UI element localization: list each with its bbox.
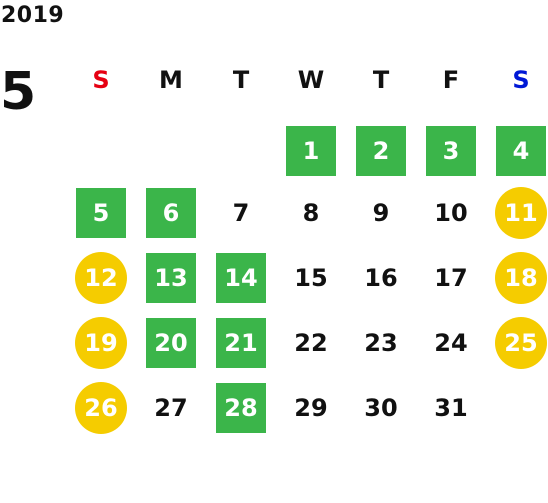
weekday-mon: M xyxy=(159,66,183,94)
day-cell-22[interactable]: 22 xyxy=(294,329,328,357)
day-cell-23[interactable]: 23 xyxy=(364,329,398,357)
weekday-sat: S xyxy=(512,66,530,94)
day-cell-27[interactable]: 27 xyxy=(154,394,188,422)
weekday-sun: S xyxy=(92,66,110,94)
day-cell-28[interactable]: 28 xyxy=(216,383,266,433)
day-cell-8[interactable]: 8 xyxy=(302,199,320,227)
calendar-year: 2019 xyxy=(1,3,65,28)
day-cell-26[interactable]: 26 xyxy=(75,382,127,434)
day-cell-17[interactable]: 17 xyxy=(434,264,468,292)
day-cell-11[interactable]: 11 xyxy=(495,187,547,239)
calendar-month: 5 xyxy=(0,62,37,122)
day-cell-5[interactable]: 5 xyxy=(76,188,126,238)
weekday-tue: T xyxy=(232,66,250,94)
day-cell-21[interactable]: 21 xyxy=(216,318,266,368)
day-cell-30[interactable]: 30 xyxy=(364,394,398,422)
day-cell-25[interactable]: 25 xyxy=(495,317,547,369)
day-cell-6[interactable]: 6 xyxy=(146,188,196,238)
day-cell-19[interactable]: 19 xyxy=(75,317,127,369)
day-cell-24[interactable]: 24 xyxy=(434,329,468,357)
day-cell-7[interactable]: 7 xyxy=(232,199,250,227)
day-cell-12[interactable]: 12 xyxy=(75,252,127,304)
day-cell-29[interactable]: 29 xyxy=(294,394,328,422)
day-cell-3[interactable]: 3 xyxy=(426,126,476,176)
day-cell-16[interactable]: 16 xyxy=(364,264,398,292)
day-cell-13[interactable]: 13 xyxy=(146,253,196,303)
day-cell-2[interactable]: 2 xyxy=(356,126,406,176)
day-cell-1[interactable]: 1 xyxy=(286,126,336,176)
day-cell-14[interactable]: 14 xyxy=(216,253,266,303)
day-cell-31[interactable]: 31 xyxy=(434,394,468,422)
weekday-fri: F xyxy=(442,66,460,94)
weekday-wed: W xyxy=(297,66,325,94)
day-cell-9[interactable]: 9 xyxy=(372,199,390,227)
day-cell-4[interactable]: 4 xyxy=(496,126,546,176)
day-cell-20[interactable]: 20 xyxy=(146,318,196,368)
weekday-thu: T xyxy=(372,66,390,94)
day-cell-18[interactable]: 18 xyxy=(495,252,547,304)
day-cell-10[interactable]: 10 xyxy=(434,199,468,227)
day-cell-15[interactable]: 15 xyxy=(294,264,328,292)
